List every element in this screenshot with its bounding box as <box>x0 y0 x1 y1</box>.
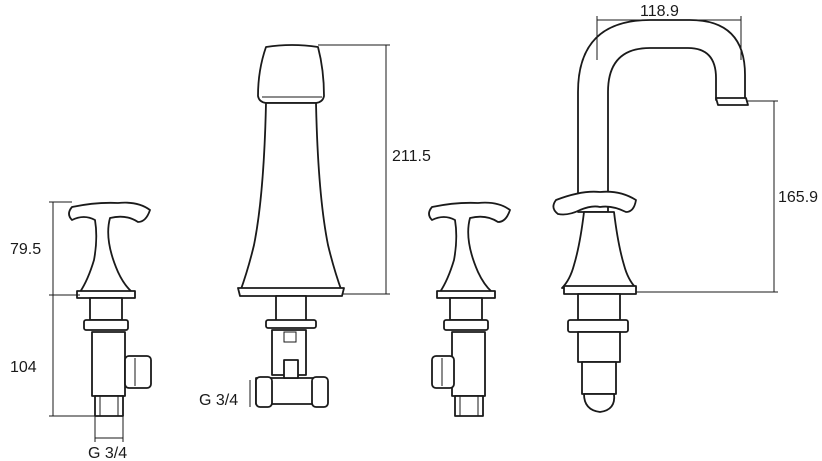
dimension-thread-spout: G 3/4 <box>199 380 251 409</box>
dimension-handle-height-label: 79.5 <box>10 241 41 258</box>
left-valve-body <box>91 331 126 397</box>
mixer-tail <box>581 361 617 395</box>
mixer-neck <box>577 293 621 321</box>
dimension-outlet-height-label: 165.9 <box>778 189 818 206</box>
spout-cap <box>257 44 325 104</box>
right-valve-collar <box>436 290 496 299</box>
dimension-spout-body-height-label: 211.5 <box>392 148 431 165</box>
mixer-aerator <box>715 97 749 106</box>
spout-tee-stem <box>283 359 299 379</box>
mixer-handle <box>552 190 637 216</box>
right-valve-connector <box>454 395 484 417</box>
spout-tee-right <box>311 376 329 408</box>
mixer-body-lower <box>577 331 621 363</box>
dimension-spout-reach: 118.9 <box>596 3 742 60</box>
left-valve-connector <box>94 395 124 417</box>
left-valve-outlet <box>124 355 152 389</box>
spout-base <box>237 287 345 297</box>
dimension-handle-height: 79.5 <box>10 201 80 296</box>
spout-shank <box>275 295 307 323</box>
mixer-tail-cap <box>583 393 616 413</box>
mixer-collar <box>563 285 637 295</box>
dimension-thread-left: G 3/4 <box>88 416 127 461</box>
right-valve-handle <box>428 201 511 293</box>
dimension-valve-length-label: 104 <box>10 359 37 376</box>
left-valve-nut <box>83 319 129 331</box>
left-valve-collar <box>76 290 136 299</box>
dimension-spout-reach-label: 118.9 <box>640 3 679 20</box>
spout-column <box>237 44 345 408</box>
dimension-thread-spout-label: G 3/4 <box>199 392 238 409</box>
dimension-spout-body-height: 211.5 <box>318 44 431 295</box>
mixer-body <box>561 211 637 289</box>
right-valve <box>428 201 511 417</box>
spout-nut <box>265 319 317 329</box>
mixer-with-spout <box>552 19 749 413</box>
dimension-thread-left-label: G 3/4 <box>88 445 127 461</box>
mixer-spout-arm <box>577 19 746 213</box>
left-valve-neck <box>89 297 123 321</box>
left-valve <box>68 201 152 417</box>
left-valve-handle <box>68 201 151 293</box>
right-valve-outlet <box>431 355 455 389</box>
dimension-valve-length: 104 <box>10 295 95 417</box>
right-valve-nut <box>443 319 489 331</box>
spout-tee-left <box>255 376 273 408</box>
right-valve-neck <box>449 297 483 321</box>
mixer-nut <box>567 319 629 333</box>
spout-body <box>239 102 343 293</box>
dimension-outlet-height: 165.9 <box>636 100 818 293</box>
right-valve-body <box>451 331 486 397</box>
